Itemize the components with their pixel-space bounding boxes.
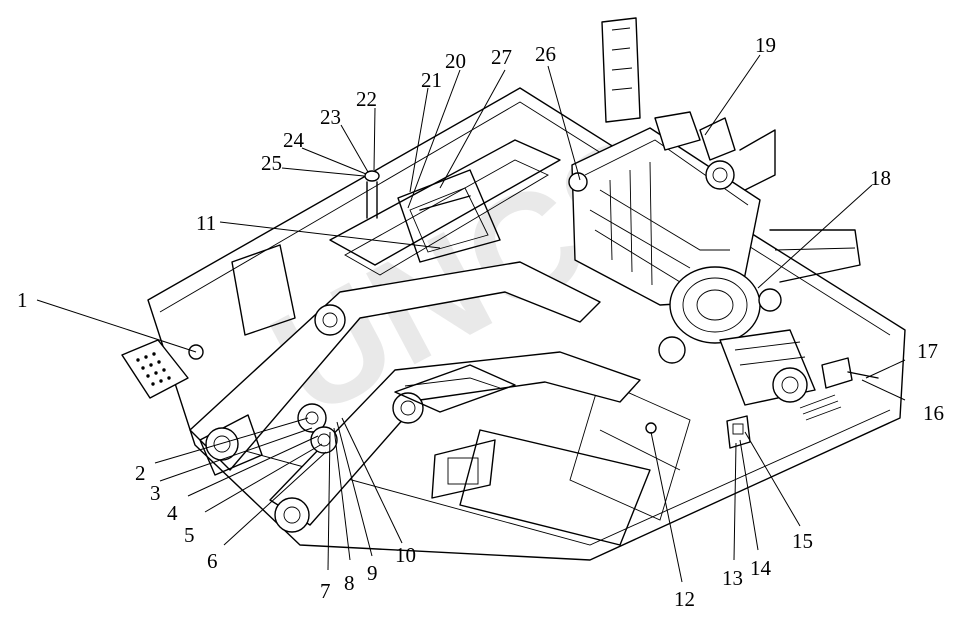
transmission-housing — [669, 266, 761, 344]
exhaust-stack — [601, 17, 641, 123]
callout-4: 4 — [167, 501, 178, 525]
callout-labels: 1 2 3 4 5 6 7 8 9 10 11 12 13 14 15 16 1… — [17, 33, 944, 611]
upright-post — [364, 170, 380, 219]
callout-6: 6 — [207, 549, 218, 573]
callout-20: 20 — [445, 49, 466, 73]
leader-lines — [36, 54, 906, 583]
callout-27: 27 — [491, 45, 512, 69]
callout-25: 25 — [261, 151, 282, 175]
callout-16: 16 — [923, 401, 944, 425]
callout-15: 15 — [792, 529, 813, 553]
engine-assembly — [568, 111, 761, 306]
callout-10: 10 — [395, 543, 416, 567]
filter-box — [726, 415, 751, 449]
callout-3: 3 — [150, 481, 161, 505]
callout-7: 7 — [320, 579, 331, 603]
callout-21: 21 — [421, 68, 442, 92]
callout-17: 17 — [917, 339, 938, 363]
callout-24: 24 — [283, 128, 305, 152]
callout-8: 8 — [344, 571, 355, 595]
callout-14: 14 — [750, 556, 772, 580]
callout-1: 1 — [17, 288, 28, 312]
callout-11: 11 — [196, 211, 216, 235]
callout-5: 5 — [184, 523, 195, 547]
callout-2: 2 — [135, 461, 146, 485]
callout-26: 26 — [535, 42, 556, 66]
drain-plug — [645, 422, 657, 434]
callout-13: 13 — [722, 566, 743, 590]
step-plate — [121, 339, 204, 399]
callout-22: 22 — [356, 87, 377, 111]
callout-19: 19 — [755, 33, 776, 57]
control-valve — [799, 357, 879, 421]
callout-12: 12 — [674, 587, 695, 611]
step-plate-holes — [136, 352, 171, 386]
callout-9: 9 — [367, 561, 378, 585]
rear-crossbeam — [739, 129, 861, 283]
callout-18: 18 — [870, 166, 891, 190]
hydraulic-pump — [658, 288, 816, 406]
callout-23: 23 — [320, 105, 341, 129]
